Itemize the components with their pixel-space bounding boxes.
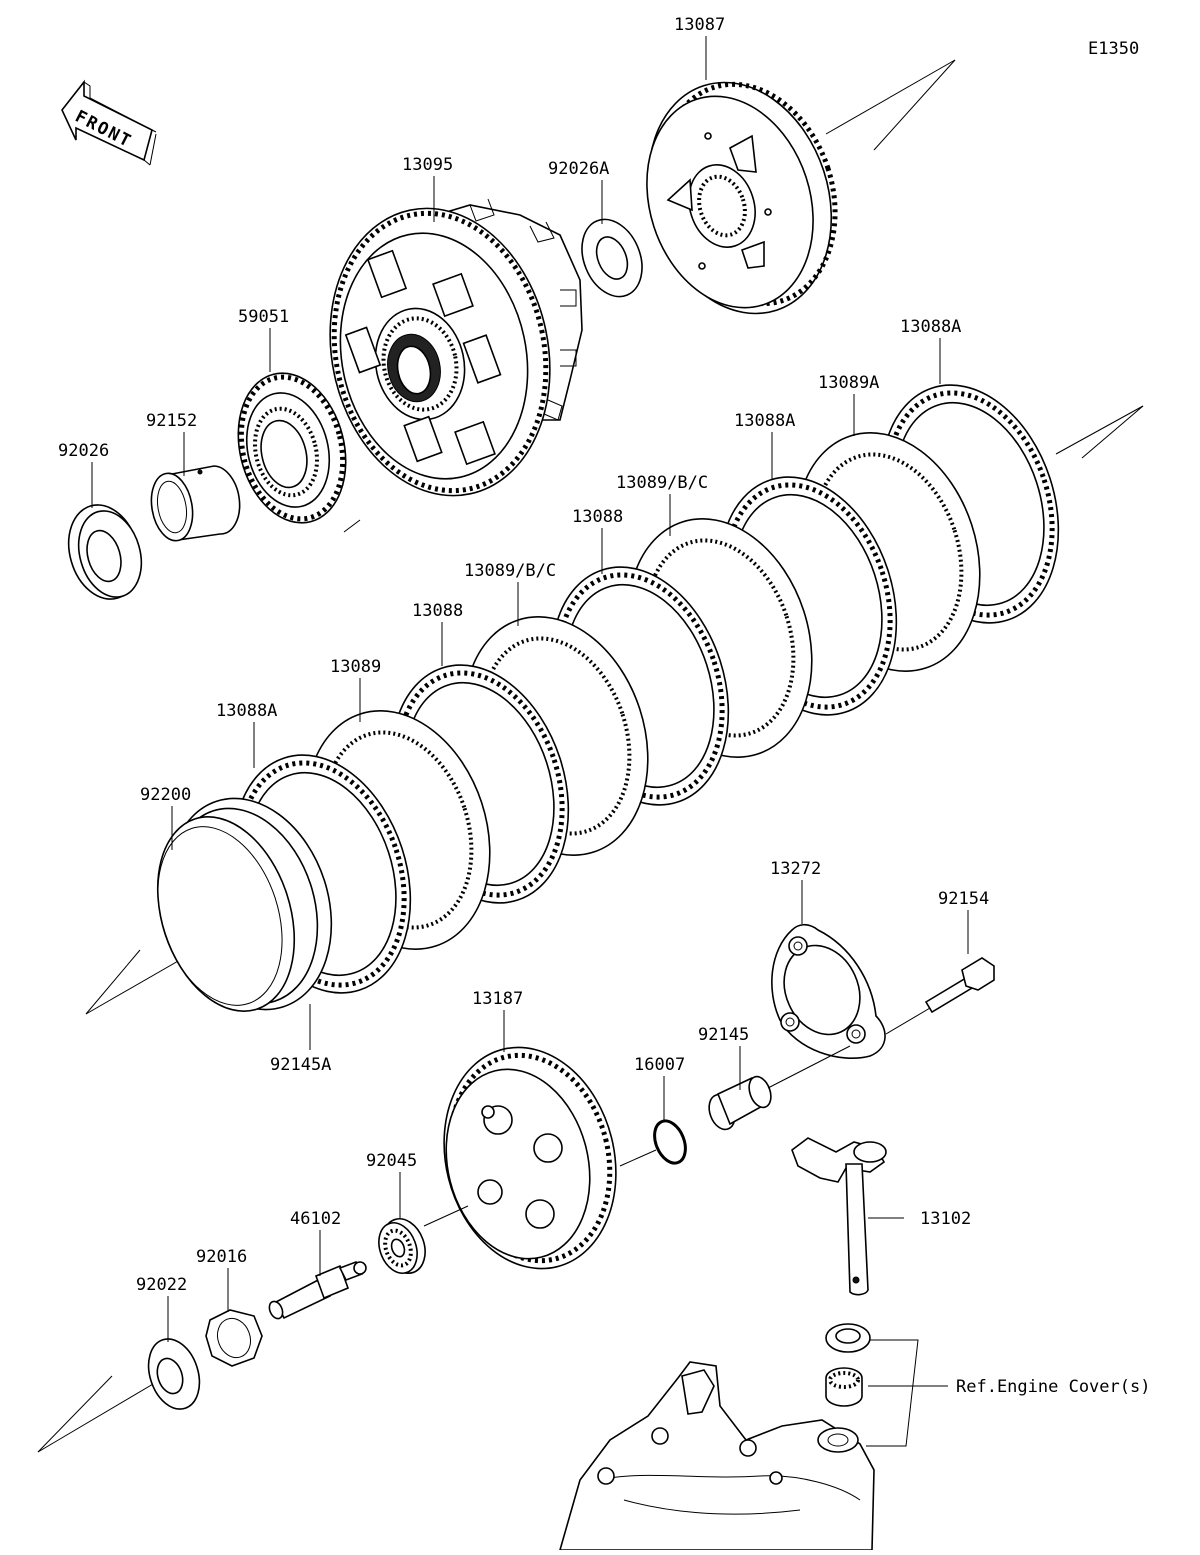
label-92016: 92016 (196, 1247, 247, 1267)
label-13088-2: 13088 (412, 601, 463, 621)
part-16007-circlip[interactable] (619, 1116, 691, 1167)
axis-lines (37, 59, 1144, 1453)
label-13089: 13089 (330, 657, 381, 677)
part-13102-release-shaft[interactable] (791, 1137, 887, 1296)
label-92145A: 92145A (270, 1055, 331, 1075)
label-92200: 92200 (140, 785, 191, 805)
part-92026A-washer[interactable] (571, 210, 653, 305)
label-13102: 13102 (920, 1209, 971, 1229)
label-13088A-mid: 13088A (734, 411, 795, 431)
ref-engine-cover-parts (825, 1323, 871, 1407)
label-13088A-top: 13088A (900, 317, 961, 337)
part-92200-ring[interactable] (134, 777, 357, 1031)
diagram-code: E1350 (1088, 39, 1139, 59)
label-13272: 13272 (770, 859, 821, 879)
label-92026A: 92026A (548, 159, 609, 179)
label-13088-1: 13088 (572, 507, 623, 527)
part-13187-pressure-plate[interactable] (421, 1029, 638, 1287)
label-13089BC-2: 13089/B/C (464, 561, 556, 581)
label-46102: 46102 (290, 1209, 341, 1229)
label-92022: 92022 (136, 1275, 187, 1295)
part-59051-gear[interactable] (223, 362, 361, 535)
leader-lines (91, 36, 969, 1447)
part-92045-bearing[interactable] (372, 1205, 469, 1279)
label-13095: 13095 (402, 155, 453, 175)
part-labels: 13087 13095 92026A 59051 92152 92026 130… (58, 15, 1150, 1397)
part-92145-spring[interactable] (705, 1045, 851, 1133)
label-16007: 16007 (634, 1055, 685, 1075)
front-arrow-icon: FRONT (61, 79, 157, 166)
label-13187: 13187 (472, 989, 523, 1009)
label-13089A: 13089A (818, 373, 879, 393)
part-13087-gear[interactable] (620, 59, 863, 338)
part-92016-nut[interactable] (205, 1309, 263, 1367)
label-59051: 59051 (238, 307, 289, 327)
label-92045: 92045 (366, 1151, 417, 1171)
label-92026: 92026 (58, 441, 109, 461)
part-92154-bolt[interactable] (885, 957, 995, 1035)
label-92154: 92154 (938, 889, 989, 909)
part-46102-pushrod[interactable] (267, 1260, 367, 1321)
label-13087: 13087 (674, 15, 725, 35)
label-13088A-low: 13088A (216, 701, 277, 721)
label-92145: 92145 (698, 1025, 749, 1045)
part-13272-plate[interactable] (770, 923, 886, 1060)
engine-cover-ref (558, 1361, 875, 1551)
label-13089BC-1: 13089/B/C (616, 473, 708, 493)
part-92026-washer[interactable] (58, 496, 151, 607)
label-ref-engine-cover: Ref.Engine Cover(s) (956, 1377, 1150, 1397)
part-92152-sleeve[interactable] (146, 465, 241, 544)
part-13095-clutch-hub[interactable] (304, 188, 583, 517)
part-92022-washer[interactable] (140, 1332, 208, 1415)
label-92152: 92152 (146, 411, 197, 431)
